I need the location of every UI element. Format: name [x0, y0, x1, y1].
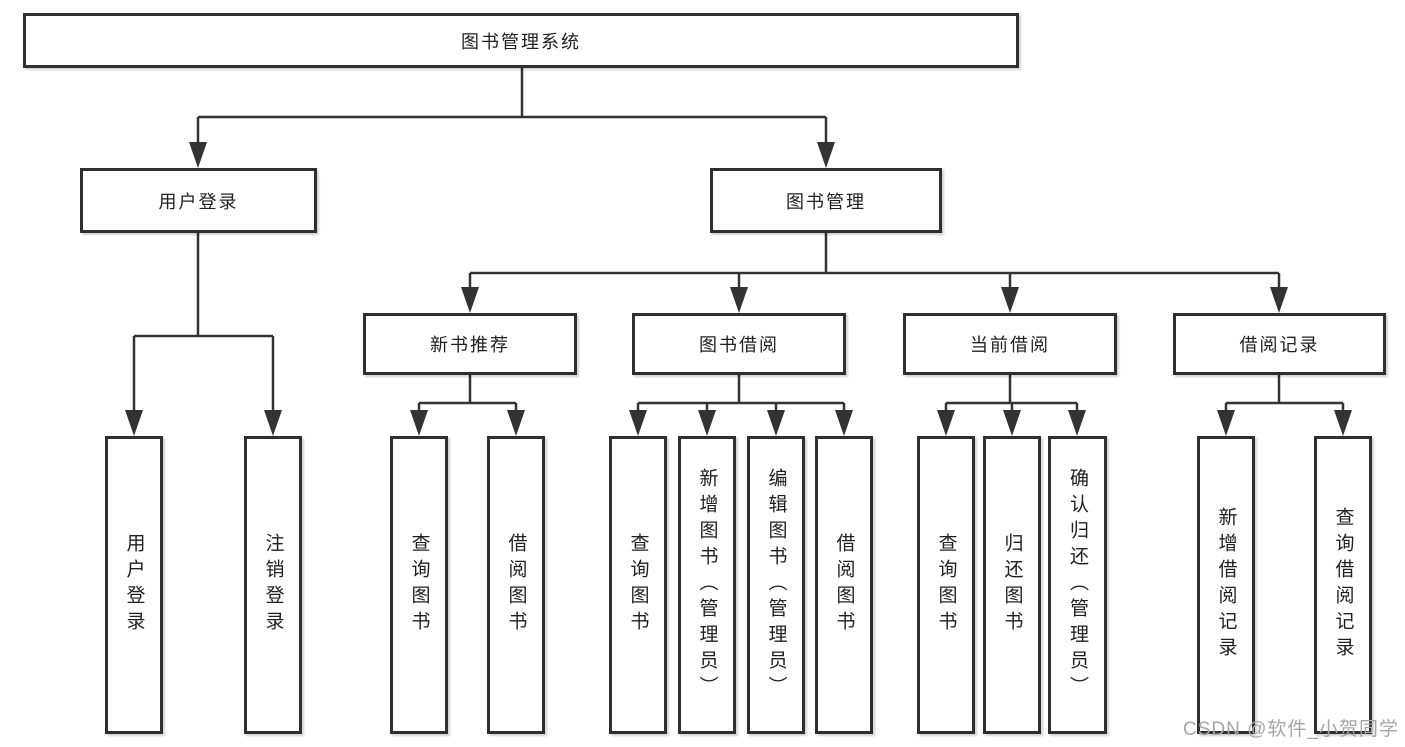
node-current-borrow: 当前借阅	[903, 313, 1117, 375]
node-root-system: 图书管理系统	[23, 13, 1019, 68]
node-new-book-recommend: 新书推荐	[363, 313, 577, 375]
leaf-edit-books-admin: 编辑图书（管理员）	[747, 436, 805, 734]
leaf-add-books-admin: 新增图书（管理员）	[678, 436, 736, 734]
leaf-query-books-borrow: 查询图书	[609, 436, 667, 734]
leaf-user-login: 用户登录	[105, 436, 163, 734]
leaf-logout: 注销登录	[244, 436, 302, 734]
arrowheads	[125, 142, 1352, 436]
leaf-query-books-current: 查询图书	[917, 436, 975, 734]
node-book-management-branch: 图书管理	[710, 168, 942, 233]
leaf-add-borrow-record: 新增借阅记录	[1197, 436, 1255, 734]
leaf-return-books: 归还图书	[983, 436, 1041, 734]
leaf-borrow-books-recommend: 借阅图书	[487, 436, 545, 734]
node-user-login-branch: 用户登录	[80, 168, 317, 233]
leaf-query-books-recommend: 查询图书	[390, 436, 448, 734]
node-borrow-record: 借阅记录	[1173, 313, 1386, 375]
node-book-borrow: 图书借阅	[632, 313, 846, 375]
leaf-confirm-return-admin: 确认归还（管理员）	[1048, 436, 1107, 734]
leaf-query-borrow-record: 查询借阅记录	[1314, 436, 1372, 734]
csdn-watermark: CSDN @软件_小贺同学	[1183, 719, 1399, 740]
leaf-borrow-books: 借阅图书	[815, 436, 873, 734]
